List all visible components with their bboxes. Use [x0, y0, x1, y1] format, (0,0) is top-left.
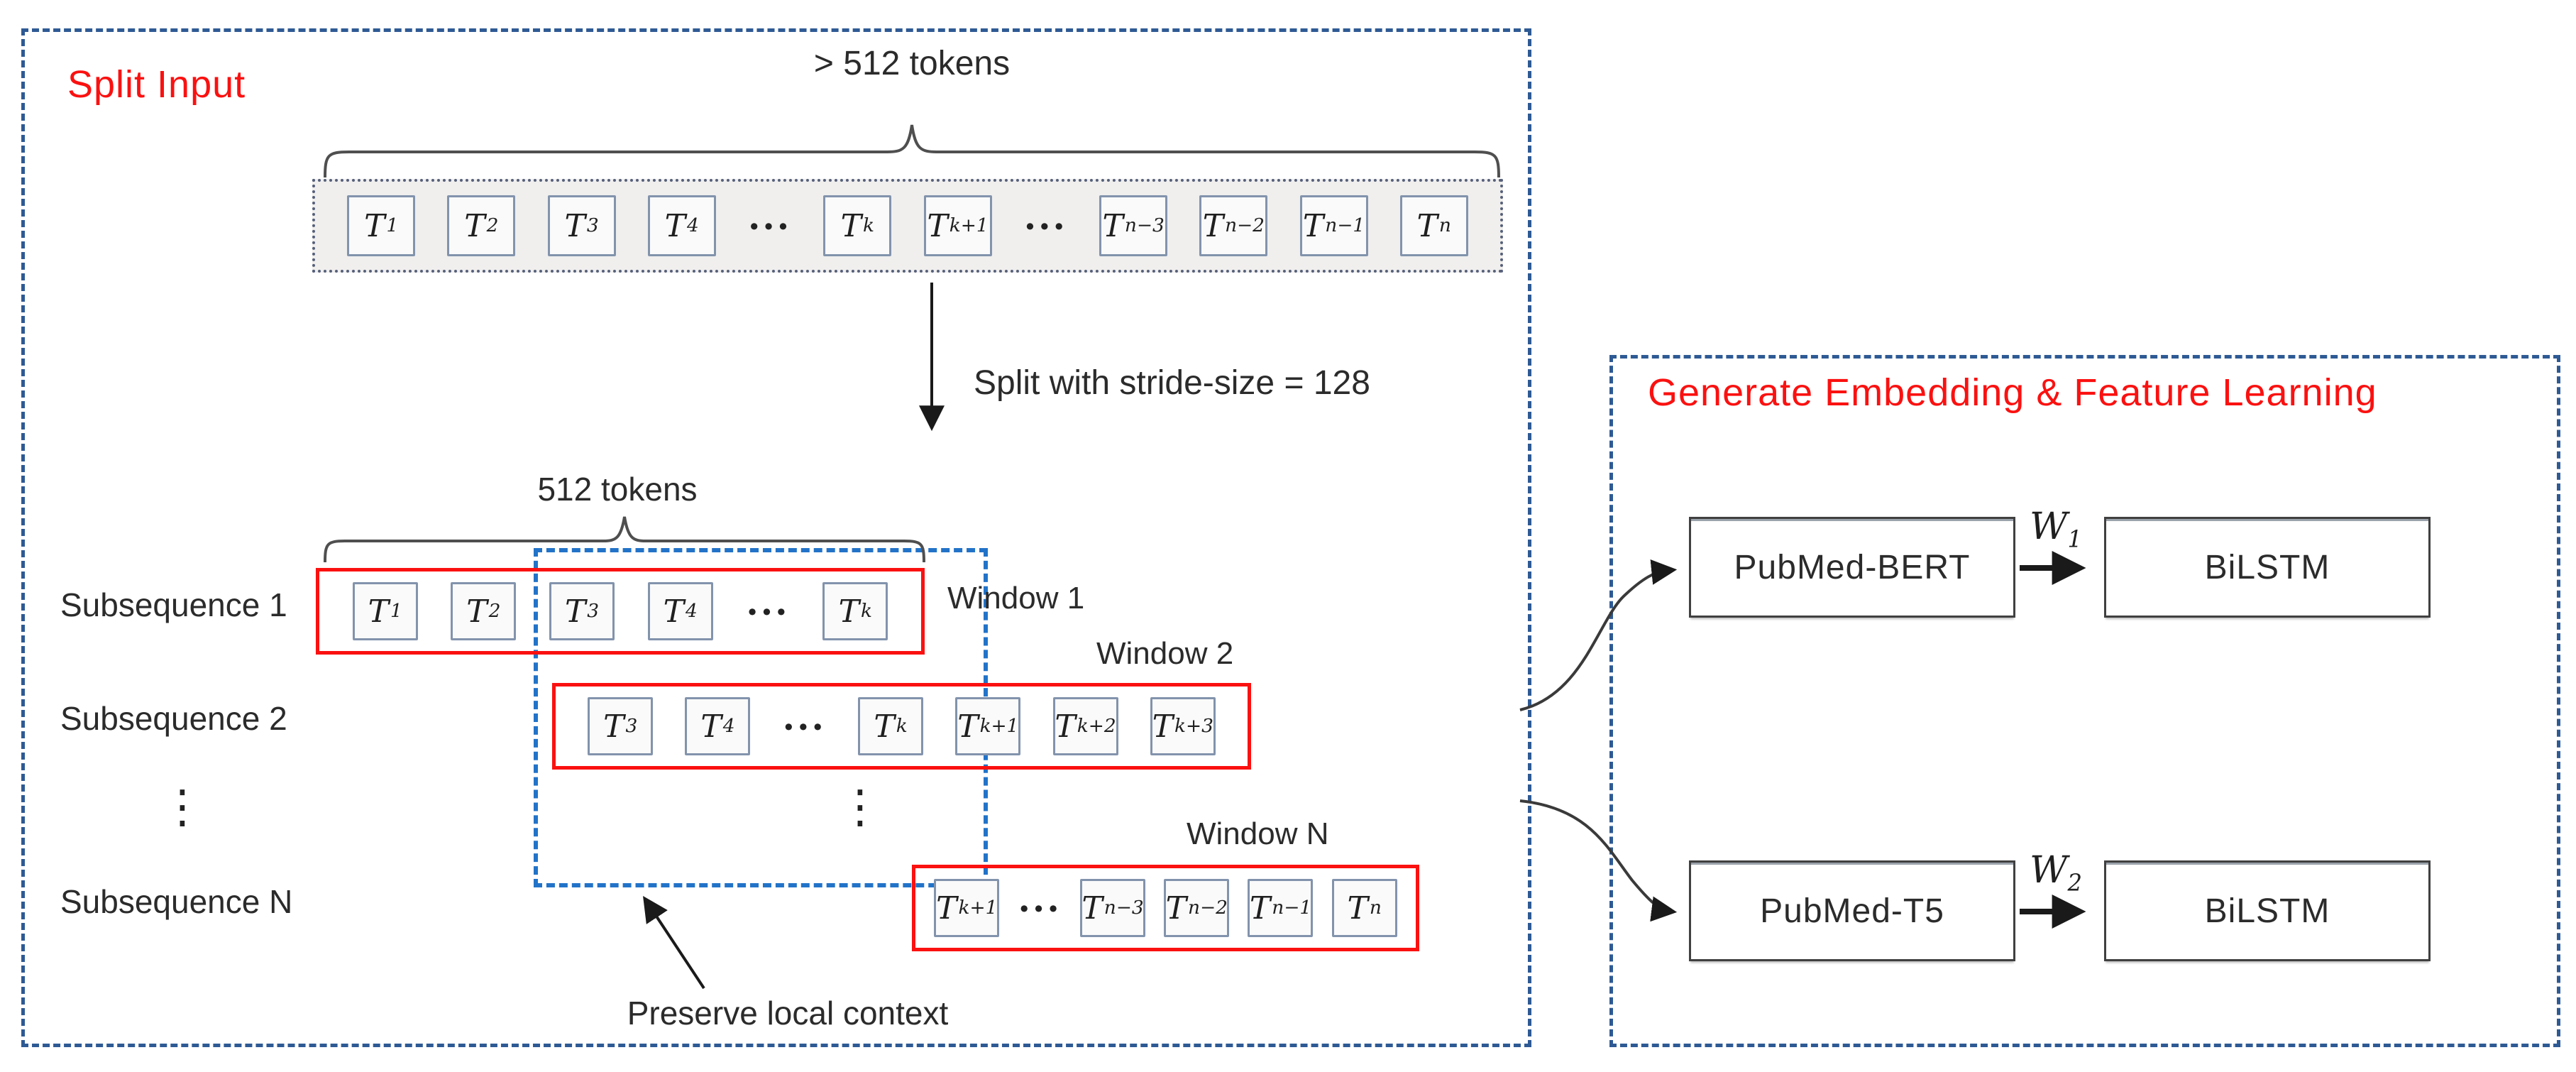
pubmed-t5-box: PubMed-T5 — [1689, 860, 2015, 961]
subsequence-n-label: Subsequence N — [60, 883, 293, 920]
ellipsis-dots: ··· — [782, 705, 826, 748]
pubmed-bert-box: PubMed-BERT — [1689, 517, 2015, 618]
ellipsis-dots: ··· — [747, 204, 792, 247]
weight-1-symbol: W — [2030, 505, 2068, 548]
window-ellipsis: ⋮ — [837, 781, 883, 833]
window-2-label: Window 2 — [1096, 636, 1234, 671]
split-input-panel — [21, 28, 1531, 1047]
weight-2-label: W2 — [2010, 849, 2102, 896]
weight-1-sub: 1 — [2067, 525, 2082, 553]
split-input-title: Split Input — [67, 63, 246, 106]
window-n-label: Window N — [1187, 816, 1329, 851]
ellipsis-dots: ··· — [1023, 204, 1067, 247]
512-tokens-label: 512 tokens — [537, 471, 698, 508]
preserve-local-context-label: Preserve local context — [627, 995, 949, 1032]
bilstm-box-2: BiLSTM — [2104, 860, 2431, 961]
stride-size-label: Split with stride-size = 128 — [974, 364, 1370, 402]
weight-2-symbol: W — [2030, 849, 2068, 892]
subsequence-1-label: Subsequence 1 — [60, 586, 287, 623]
weight-1-label: W1 — [2010, 505, 2102, 552]
bilstm-box-1: BiLSTM — [2104, 517, 2431, 618]
window-1-label: Window 1 — [947, 581, 1085, 616]
ellipsis-dots: ··· — [746, 590, 790, 633]
weight-2-sub: 2 — [2067, 869, 2082, 897]
rows-ellipsis: ⋮ — [160, 781, 205, 833]
embedding-panel-title: Generate Embedding & Feature Learning — [1648, 371, 2377, 414]
over-512-tokens-label: > 512 tokens — [813, 45, 1011, 82]
ellipsis-dots: ··· — [1018, 887, 1062, 929]
subsequence-2-label: Subsequence 2 — [60, 700, 287, 737]
